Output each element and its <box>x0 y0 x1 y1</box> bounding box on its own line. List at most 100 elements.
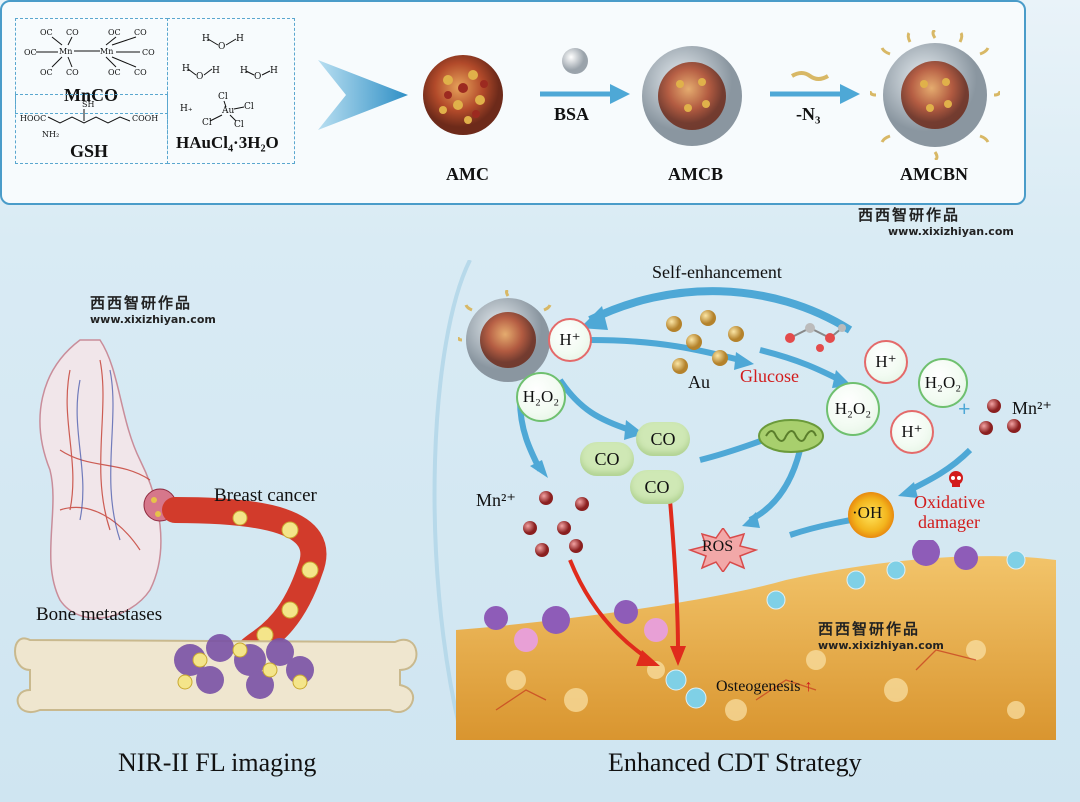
azide-linker <box>790 71 830 81</box>
svg-text:Mn: Mn <box>100 47 113 56</box>
watermark-title: 西西智研作品 <box>858 206 961 224</box>
haucl4-label: HAuCl₄·3H₂O <box>176 133 279 152</box>
svg-text:CO: CO <box>66 68 79 77</box>
mnco-box: OC CO OC CO OC Mn Mn CO OC CO OC CO <box>15 18 168 114</box>
osteogenesis-label: Osteogenesis ↑ <box>716 678 812 696</box>
gsh-box: HOOC NH₂ SH COOH GSH <box>15 94 168 164</box>
svg-text:OC: OC <box>108 28 121 37</box>
svg-text:NH₂: NH₂ <box>42 130 59 139</box>
svg-text:COOH: COOH <box>132 114 158 123</box>
gsh-label: GSH <box>70 141 109 161</box>
amcbn-particle <box>870 30 1000 160</box>
h-plus-bubble-3: H⁺ <box>890 410 934 454</box>
glucose-molecule <box>785 323 846 352</box>
skull-icon <box>949 471 963 487</box>
svg-text:OC: OC <box>40 68 53 77</box>
watermark-url-right: www.xixizhiyan.com <box>818 639 944 652</box>
svg-text:H: H <box>202 34 210 44</box>
svg-text:O: O <box>218 42 225 52</box>
gsh-structure: HOOC NH₂ SH COOH <box>20 100 158 139</box>
svg-text:Cl: Cl <box>234 120 244 127</box>
left-caption: NIR-II FL imaging <box>118 748 317 777</box>
damager-label: damager <box>918 512 980 532</box>
synthesis-panel: OC CO OC CO OC Mn Mn CO OC CO OC CO <box>0 0 1026 205</box>
h2o2-bubble-1: H₂O₂ <box>516 372 566 422</box>
svg-text:CO: CO <box>142 48 155 57</box>
ros-burst <box>688 528 758 572</box>
self-enhancement-label: Self-enhancement <box>652 262 782 282</box>
svg-text:CO: CO <box>134 68 147 77</box>
svg-text:O: O <box>196 72 203 82</box>
self-enhancement-arrow <box>580 287 853 334</box>
bone-metastases-label: Bone metastases <box>36 604 163 625</box>
co-cloud-2: CO <box>580 442 634 476</box>
red-arrows <box>568 500 686 666</box>
mn-ions-left <box>523 491 589 557</box>
amcb-particle <box>642 46 742 146</box>
h-plus-bubble-1: H⁺ <box>548 318 592 362</box>
au-label: Au <box>688 372 710 392</box>
svg-text:OC: OC <box>108 68 121 77</box>
amcbn-particle-right <box>458 290 552 382</box>
svg-text:OC: OC <box>24 48 37 57</box>
n3-label: -N₃ <box>796 104 821 124</box>
glucose-label: Glucose <box>740 366 799 386</box>
watermark-url: www.xixizhiyan.com <box>888 225 1014 238</box>
amc-particle <box>423 55 503 135</box>
bone-tissue-block <box>456 540 1056 740</box>
svg-text:H: H <box>270 66 278 76</box>
svg-text:H₊: H₊ <box>180 104 193 114</box>
svg-text:H: H <box>240 66 248 76</box>
mn-ions-right <box>979 399 1021 435</box>
watermark-url-left: www.xixizhiyan.com <box>90 313 216 326</box>
svg-text:HOOC: HOOC <box>20 114 46 123</box>
body-illustration <box>14 339 418 713</box>
svg-text:Cl: Cl <box>218 92 228 102</box>
watermark-top: 西西智研作品 www.xixizhiyan.com <box>858 204 1014 238</box>
h-plus-bubble-2: H⁺ <box>864 340 908 384</box>
arrow-right-icon <box>540 84 630 104</box>
osteogenesis-text: Osteogenesis <box>716 678 801 695</box>
h2o2-bubble-2: H₂O₂ <box>918 358 968 408</box>
au-nanoparticles <box>666 310 744 374</box>
bsa-label: BSA <box>554 104 590 124</box>
mnco-structure: OC CO OC CO OC Mn Mn CO OC CO OC CO <box>24 28 155 77</box>
mnco-label: MnCO <box>64 85 118 105</box>
watermark-right: 西西智研作品 www.xixizhiyan.com <box>790 618 944 652</box>
oh-radical-glow <box>848 492 894 538</box>
oxidative-label: Oxidative <box>914 492 985 512</box>
svg-text:O: O <box>254 72 261 82</box>
h2o2-bubble-3: H₂O₂ <box>826 382 880 436</box>
watermark-left: 西西智研作品 www.xixizhiyan.com <box>60 292 216 326</box>
co-cloud-1: CO <box>636 422 690 456</box>
chevron-right-icon <box>318 60 408 130</box>
bsa-sphere <box>562 48 588 74</box>
amcb-label: AMCB <box>668 164 723 184</box>
mitochondrion-icon <box>758 419 824 453</box>
arrow-right-icon-2 <box>770 84 860 104</box>
svg-text:SH: SH <box>82 100 94 109</box>
amcbn-label: AMCBN <box>900 164 968 184</box>
oh-radical-label: ·OH <box>852 503 883 522</box>
right-caption: Enhanced CDT Strategy <box>608 748 862 777</box>
panel-separator <box>432 260 472 731</box>
svg-text:H: H <box>236 34 244 44</box>
svg-text:CO: CO <box>66 28 79 37</box>
svg-text:H: H <box>212 66 220 76</box>
co-cloud-3: CO <box>630 470 684 504</box>
ros-label: ROS <box>702 538 734 555</box>
svg-text:Cl: Cl <box>202 118 212 127</box>
svg-text:Mn: Mn <box>59 47 72 56</box>
watermark-title-right: 西西智研作品 <box>818 620 921 638</box>
mn2-label-left: Mn²⁺ <box>476 490 516 510</box>
svg-text:OC: OC <box>40 28 53 37</box>
watermark-title-left: 西西智研作品 <box>90 294 193 312</box>
svg-text:H: H <box>182 64 190 74</box>
svg-text:Au: Au <box>221 106 234 116</box>
amc-label: AMC <box>446 164 489 184</box>
breast-cancer-label: Breast cancer <box>214 485 317 506</box>
svg-text:Cl: Cl <box>244 102 254 112</box>
up-arrow-icon: ↑ <box>804 678 813 695</box>
